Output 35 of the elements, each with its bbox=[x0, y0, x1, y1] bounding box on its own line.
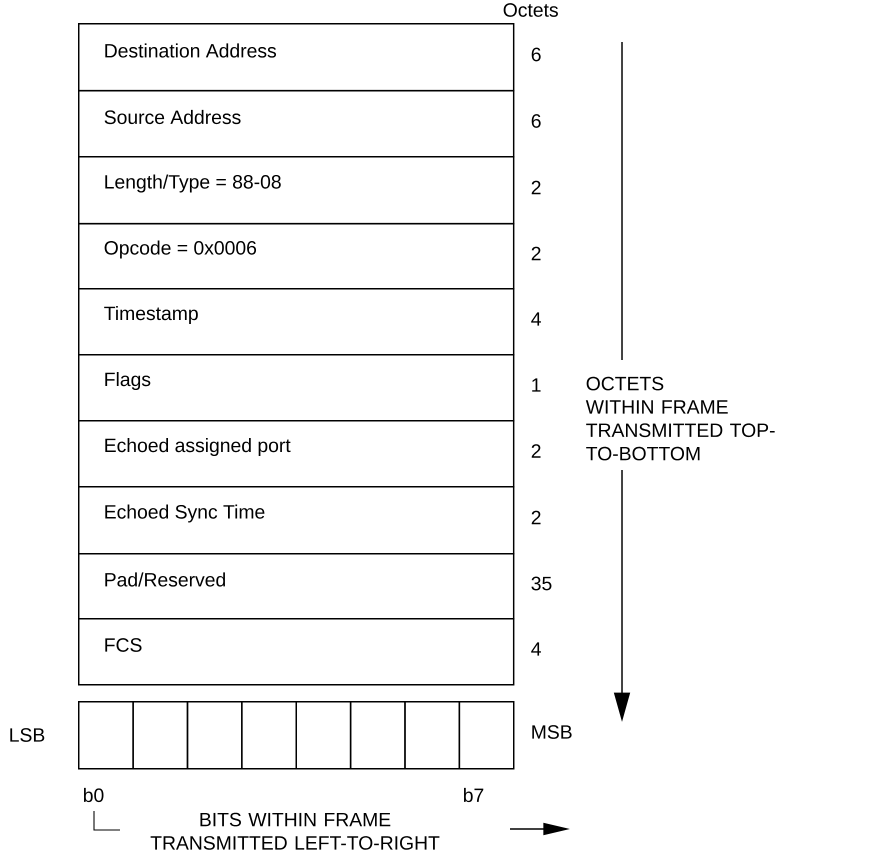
bit-cell bbox=[186, 701, 243, 770]
bit-label: MSB bbox=[532, 725, 572, 739]
bit-cell bbox=[78, 701, 134, 770]
field-row: Timestamp bbox=[78, 288, 514, 356]
octet-count: 2 bbox=[532, 444, 541, 458]
octet-count: 2 bbox=[532, 246, 541, 260]
direction-note: BITS WITHIN FRAME TRANSMITTED LEFT-TO-RIGHT bbox=[150, 812, 440, 850]
column-heading: Octets bbox=[504, 3, 558, 17]
bit-cell bbox=[404, 701, 460, 770]
field-row: Length/Type = 88-08 bbox=[78, 156, 514, 224]
field-row: Flags bbox=[78, 354, 514, 422]
field-row: Echoed Sync Time bbox=[78, 486, 514, 554]
octet-count: 35 bbox=[531, 576, 552, 590]
octet-count: 6 bbox=[532, 48, 541, 62]
field-row: Source Address bbox=[78, 90, 514, 158]
bit-cell bbox=[296, 701, 352, 770]
field-row: Pad/Reserved bbox=[78, 553, 514, 620]
octet-count: 4 bbox=[531, 642, 541, 656]
octet-count: 6 bbox=[532, 114, 541, 128]
bit-cell bbox=[458, 701, 514, 770]
field-row: FCS bbox=[78, 618, 514, 686]
bit-cell bbox=[350, 701, 406, 770]
bit-label: LSB bbox=[10, 728, 44, 742]
octet-count: 2 bbox=[532, 510, 541, 524]
octet-count: 2 bbox=[532, 180, 541, 194]
bit-cell bbox=[132, 701, 188, 770]
direction-note: OCTETS WITHIN FRAME TRANSMITTED TOP-TO-BOTTOM bbox=[586, 376, 775, 460]
octet-count: 1 bbox=[532, 378, 541, 392]
field-row: Destination Address bbox=[78, 23, 514, 92]
bit-label: b0 bbox=[84, 788, 104, 802]
field-row: Echoed assigned port bbox=[78, 420, 514, 488]
field-row: Opcode = 0x0006 bbox=[78, 223, 514, 290]
bit-label: b7 bbox=[464, 788, 484, 802]
octet-count: 4 bbox=[531, 312, 541, 326]
bit-cell bbox=[241, 701, 297, 770]
